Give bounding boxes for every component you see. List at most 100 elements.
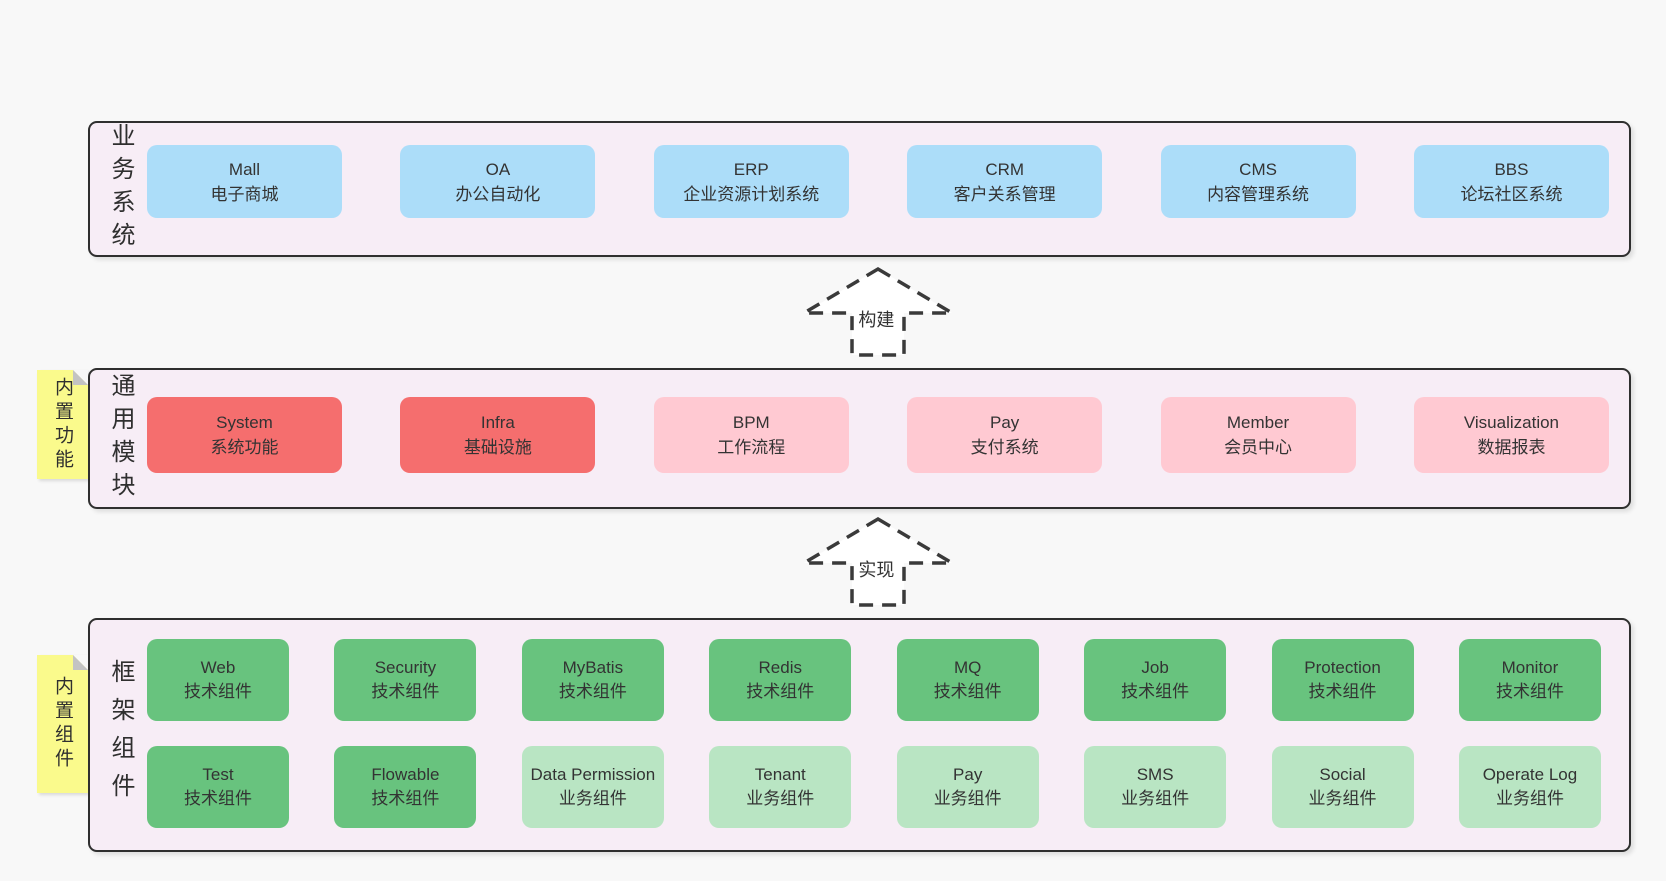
box-name: Job (1141, 658, 1169, 677)
box-desc: 工作流程 (717, 438, 786, 457)
box-desc: 业务组件 (1308, 789, 1377, 808)
box-desc: 技术组件 (371, 682, 440, 701)
box-desc: 支付系统 (970, 438, 1039, 457)
box-web: Web 技术组件 (147, 639, 289, 721)
box-desc: 业务组件 (1121, 789, 1190, 808)
box-infra: Infra 基础设施 (400, 397, 596, 473)
components-grid: Web 技术组件 Security 技术组件 MyBatis 技术组件 Redi… (147, 639, 1601, 828)
box-desc: 技术组件 (933, 682, 1002, 701)
box-mybatis: MyBatis 技术组件 (521, 639, 664, 721)
box-cms: CMS 内容管理系统 (1160, 145, 1356, 218)
box-operate-log: Operate Log 业务组件 (1458, 746, 1601, 828)
box-pay-component: Pay 业务组件 (896, 746, 1039, 828)
box-flowable: Flowable 技术组件 (334, 746, 477, 828)
box-erp: ERP 企业资源计划系统 (653, 145, 849, 218)
box-name: System (216, 413, 273, 432)
box-data-permission: Data Permission 业务组件 (521, 746, 664, 828)
build-arrow: 构建 (800, 266, 956, 358)
box-name: Flowable (371, 765, 440, 784)
box-name: Pay (953, 765, 983, 784)
box-desc: 办公自动化 (455, 184, 541, 204)
box-name: CMS (1239, 159, 1277, 179)
built-in-components-note: 内置组件 (37, 655, 88, 793)
box-desc: 技术组件 (1308, 682, 1377, 701)
box-name: Test (202, 765, 234, 784)
box-name: OA (485, 159, 511, 179)
implement-arrow: 实现 (800, 516, 956, 608)
box-bbs: BBS 论坛社区系统 (1413, 145, 1609, 218)
box-social: Social 业务组件 (1271, 746, 1414, 828)
box-name: Data Permission (530, 765, 656, 784)
built-in-features-note-text: 内置功能 (52, 376, 73, 473)
components-row-1: Web 技术组件 Security 技术组件 MyBatis 技术组件 Redi… (147, 639, 1601, 721)
box-name: Infra (480, 413, 515, 432)
box-name: Visualization (1463, 413, 1560, 432)
box-bpm: BPM 工作流程 (653, 397, 849, 473)
box-name: Pay (990, 413, 1020, 432)
box-crm: CRM 客户关系管理 (907, 145, 1103, 218)
box-desc: 论坛社区系统 (1460, 184, 1563, 204)
box-desc: 技术组件 (1121, 682, 1190, 701)
box-protection: Protection 技术组件 (1271, 639, 1414, 721)
box-desc: 业务组件 (1495, 789, 1564, 808)
box-security: Security 技术组件 (334, 639, 477, 721)
box-name: Tenant (754, 765, 806, 784)
modules-layer-label: 通用模块 (107, 372, 134, 505)
box-system: System 系统功能 (147, 397, 342, 473)
box-desc: 业务组件 (933, 789, 1002, 808)
box-tenant: Tenant 业务组件 (709, 746, 852, 828)
box-name: Redis (758, 658, 802, 677)
box-name: Monitor (1501, 658, 1559, 677)
box-visualization: Visualization 数据报表 (1413, 397, 1609, 473)
box-pay-module: Pay 支付系统 (907, 397, 1103, 473)
build-arrow-label: 构建 (855, 306, 898, 332)
box-monitor: Monitor 技术组件 (1458, 639, 1601, 721)
box-desc: 技术组件 (746, 682, 815, 701)
box-desc: 技术组件 (558, 682, 627, 701)
box-desc: 技术组件 (1495, 682, 1564, 701)
implement-arrow-label: 实现 (855, 556, 898, 582)
box-desc: 系统功能 (210, 438, 279, 457)
box-desc: 基础设施 (463, 438, 532, 457)
box-name: Mall (228, 159, 261, 179)
framework-components-layer: 框架组件 Web 技术组件 Security 技术组件 MyBatis 技术组件… (88, 618, 1631, 852)
box-desc: 内容管理系统 (1207, 184, 1310, 204)
box-name: BPM (732, 413, 770, 432)
built-in-features-note: 内置功能 (37, 370, 88, 479)
box-name: ERP (733, 159, 769, 179)
business-systems-row: Mall 电子商城 OA 办公自动化 ERP 企业资源计划系统 CRM 客户关系… (147, 145, 1609, 218)
box-name: Protection (1304, 658, 1381, 677)
box-desc: 技术组件 (371, 789, 440, 808)
box-desc: 业务组件 (558, 789, 627, 808)
box-mall: Mall 电子商城 (147, 145, 342, 218)
box-sms: SMS 业务组件 (1084, 746, 1227, 828)
box-name: BBS (1494, 159, 1529, 179)
box-desc: 技术组件 (184, 789, 252, 808)
box-job: Job 技术组件 (1084, 639, 1227, 721)
box-redis: Redis 技术组件 (709, 639, 852, 721)
modules-row: System 系统功能 Infra 基础设施 BPM 工作流程 Pay 支付系统… (147, 397, 1609, 473)
box-name: Web (200, 658, 236, 677)
box-name: SMS (1136, 765, 1174, 784)
box-desc: 数据报表 (1477, 438, 1546, 457)
box-desc: 会员中心 (1224, 438, 1293, 457)
built-in-components-note-text: 内置组件 (52, 676, 73, 772)
box-name: Member (1226, 413, 1290, 432)
box-desc: 业务组件 (746, 789, 815, 808)
box-name: Operate Log (1482, 765, 1578, 784)
business-systems-layer: 业务系统 Mall 电子商城 OA 办公自动化 ERP 企业资源计划系统 CRM… (88, 121, 1631, 257)
components-layer-label: 框架组件 (107, 659, 134, 811)
box-name: Security (374, 658, 437, 677)
box-desc: 电子商城 (210, 184, 279, 204)
box-desc: 客户关系管理 (953, 184, 1056, 204)
box-member: Member 会员中心 (1160, 397, 1356, 473)
box-name: Social (1319, 765, 1366, 784)
box-name: MQ (953, 658, 982, 677)
components-row-2: Test 技术组件 Flowable 技术组件 Data Permission … (147, 746, 1601, 828)
box-name: MyBatis (562, 658, 624, 677)
box-name: CRM (985, 159, 1025, 179)
box-mq: MQ 技术组件 (896, 639, 1039, 721)
box-desc: 企业资源计划系统 (683, 184, 820, 204)
common-modules-layer: 通用模块 System 系统功能 Infra 基础设施 BPM 工作流程 Pay… (88, 368, 1631, 509)
